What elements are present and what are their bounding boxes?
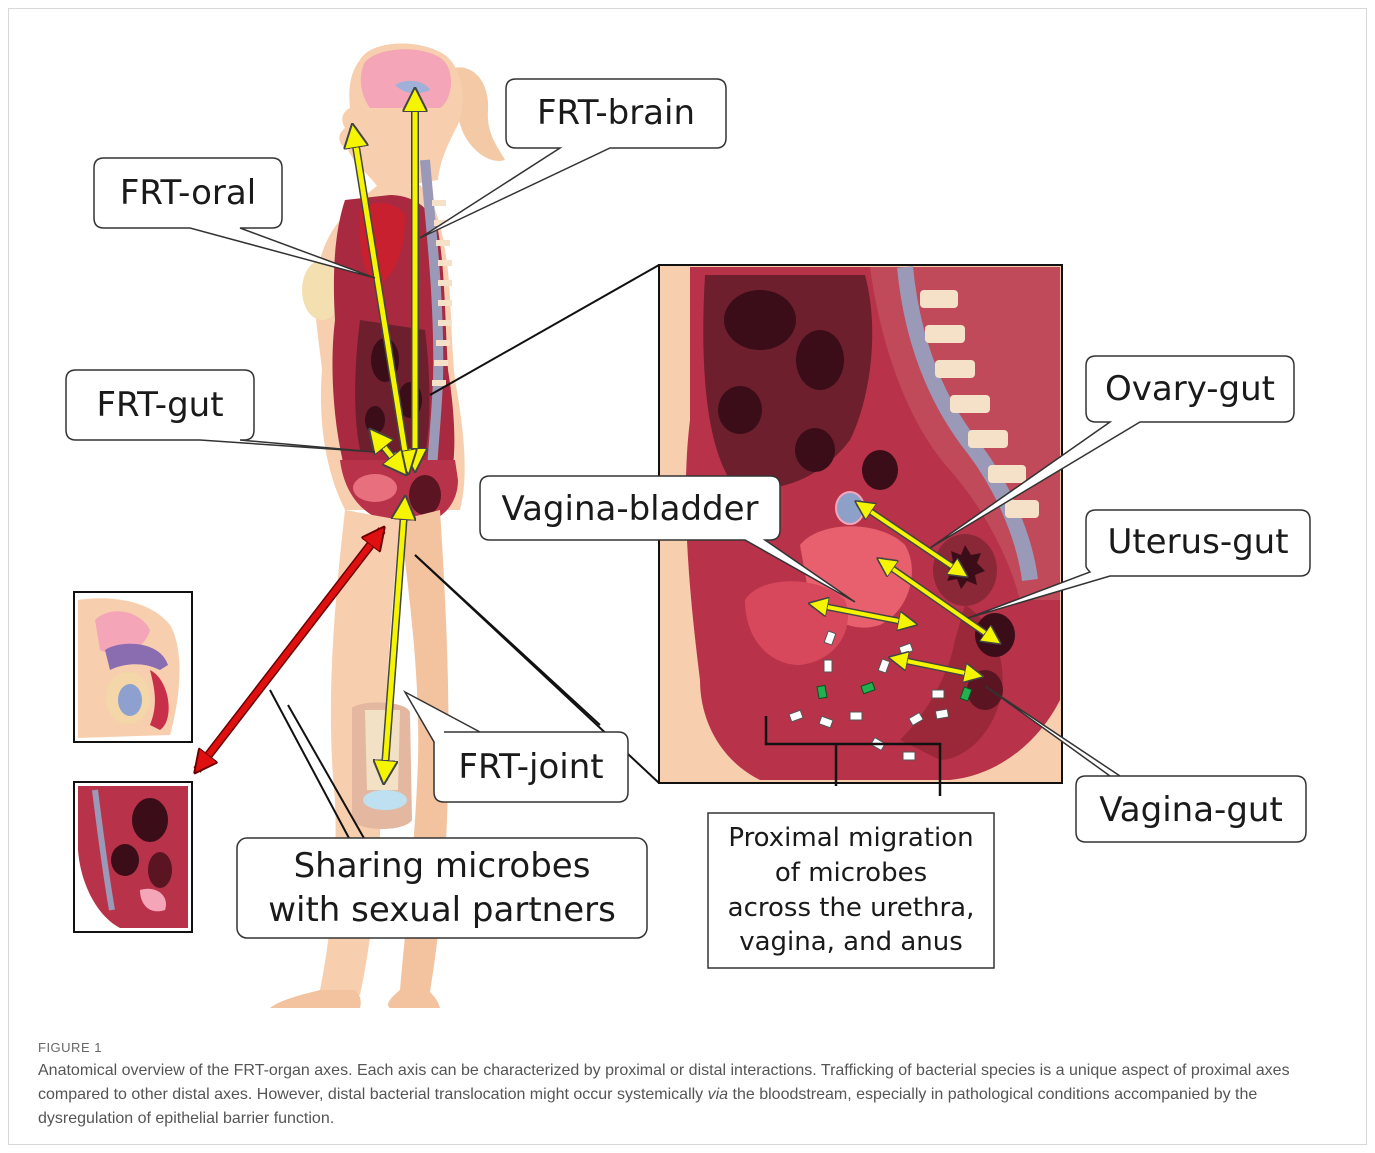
figure-caption: FIGURE 1 Anatomical overview of the FRT-…	[38, 1040, 1338, 1131]
sharing-label-line1: Sharing microbes	[294, 846, 591, 886]
migration-label-line2: of microbes	[775, 858, 927, 888]
label-vagina-bladder: Vagina-bladder	[501, 489, 758, 529]
sharing-label-line2: with sexual partners	[268, 890, 616, 930]
male-sagittal-inset	[74, 592, 192, 932]
anatomy-figure: FRT-brain FRT-oral FRT-gut FRT-joint Ova…	[0, 0, 1375, 1030]
label-frt-oral: FRT-oral	[120, 173, 256, 213]
label-vagina-gut: Vagina-gut	[1099, 790, 1283, 830]
migration-label-line4: vagina, and anus	[739, 927, 963, 957]
label-uterus-gut: Uterus-gut	[1107, 522, 1288, 562]
label-frt-gut: FRT-gut	[96, 385, 223, 425]
label-frt-joint: FRT-joint	[458, 747, 603, 787]
caption-via: via	[708, 1086, 728, 1103]
caption-text: Anatomical overview of the FRT-organ axe…	[38, 1059, 1338, 1131]
migration-label-line1: Proximal migration	[728, 823, 973, 853]
figure-label: FIGURE 1	[38, 1040, 1338, 1055]
migration-label-line3: across the urethra,	[728, 893, 975, 923]
label-frt-brain: FRT-brain	[537, 93, 695, 133]
label-ovary-gut: Ovary-gut	[1105, 369, 1275, 409]
